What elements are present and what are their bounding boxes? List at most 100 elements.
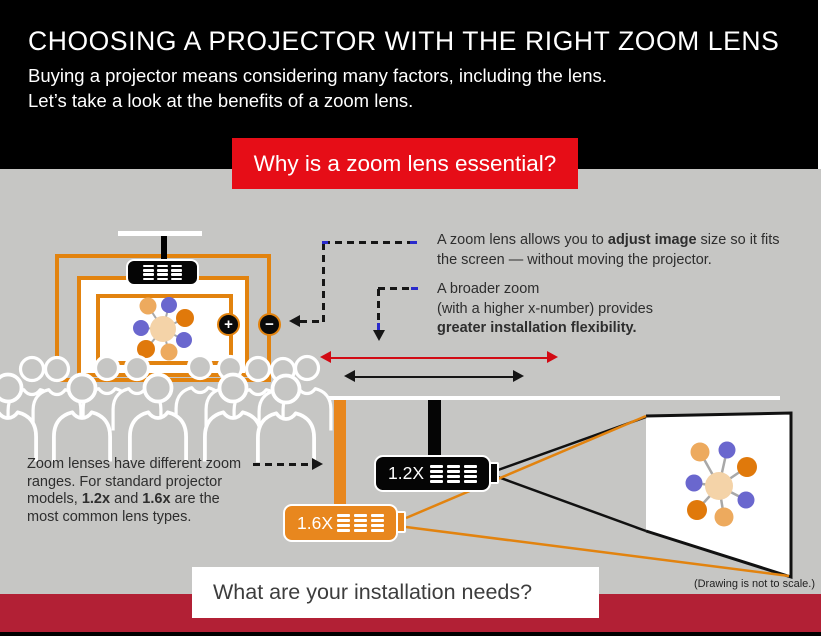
zoom-range-note: Zoom lenses have different zoom ranges. … [27,456,255,526]
vent-slit [430,469,443,473]
vent-slit [337,514,350,517]
right-edge-strip [818,0,821,169]
benefit-broader-line2: (with a higher x-number) provides [437,300,653,317]
why-zoom-banner-label: Why is a zoom lens essential? [253,150,557,176]
red-arrow-line [329,356,549,359]
screen-network-links [693,449,748,518]
person-silhouette [203,372,263,463]
scale-disclaimer: (Drawing is not to scale.) [693,578,815,590]
projector-vent-icon [143,265,182,280]
vent-slit [143,273,154,276]
projection-screen-border [645,411,793,580]
vent-slit [371,529,384,532]
projector-vent-icon [430,464,477,483]
benefit-broader-bold: greater installation flexibility. [437,320,637,336]
vent-slit [354,519,367,522]
vent-slit [157,273,168,276]
minus-glyph: − [265,316,274,333]
installation-needs-label: What are your installation needs? [213,580,533,604]
dashed-connector-1-horizontal [323,241,417,244]
red-right-arrowhead-icon [547,351,558,363]
down-arrowhead-icon [372,330,385,341]
note-bold-12x: 1.2x [81,491,111,507]
dashed-connector-2-horizontal [378,287,417,290]
vent-slit [171,269,182,272]
mount-pole [161,236,167,262]
vent-slit [447,469,460,473]
projector-vent-icon [337,514,384,532]
benefit-broader-text: A broader zoom (with a higher x-number) … [437,280,789,339]
page-subtitle: Buying a projector means considering man… [28,63,788,113]
vent-slit [371,524,384,527]
cone-12x-lines [497,415,647,533]
footer-bottom-strip [0,632,821,636]
person-silhouette [52,372,112,463]
vent-slit [371,514,384,517]
benefit-adjust-text: A zoom lens allows you to adjust image s… [437,231,789,270]
left-arrowhead-icon [289,315,300,327]
vent-slit [464,479,477,483]
vent-slit [354,529,367,532]
mount-pole-16x [334,400,346,506]
vent-slit [337,524,350,527]
dashed-connector-2-vertical [377,289,380,330]
vent-slit [447,464,460,468]
ceiling-line [322,396,780,400]
vent-slit [371,519,384,522]
network-node [718,441,736,459]
projector-12x-lens [489,462,499,484]
person-silhouette [128,372,188,463]
vent-slit [157,265,168,268]
dashed-note-arrow-line [253,463,313,466]
vent-slit [171,273,182,276]
benefit-adjust-pre: A zoom lens allows you to [437,232,608,248]
dashed-connector-2-blue-end [411,287,418,290]
dashed-connector-1-vertical [322,243,325,322]
vent-slit [447,474,460,478]
vent-slit [430,479,443,483]
dashed-connector-1-blue-end [410,241,417,244]
subtitle-line-1: Buying a projector means considering man… [28,65,607,86]
projector-16x: 1.6X [283,504,398,542]
network-node [685,474,703,492]
projector-12x: 1.2X [374,455,491,492]
page-title: CHOOSING A PROJECTOR WITH THE RIGHT ZOOM… [28,26,780,56]
dashed-connector-1-blue-corner [322,241,328,244]
vent-slit [171,265,182,268]
right-arrowhead-icon [312,458,323,470]
installation-needs-banner: What are your installation needs? [192,567,599,618]
vent-slit [337,519,350,522]
vent-slit [464,474,477,478]
projector-16x-label: 1.6X [297,512,333,533]
dashed-connector-2-blue-tail [377,323,380,330]
person-silhouette [281,354,333,433]
vent-slit [447,479,460,483]
subtitle-line-2: Let’s take a look at the benefits of a z… [28,90,414,111]
network-node [714,507,734,527]
black-left-arrowhead-icon [344,370,355,382]
vent-slit [430,474,443,478]
narrow-range-arrow [344,370,524,384]
vent-slit [464,464,477,468]
benefit-broader-line1: A broader zoom [437,281,540,297]
ceiling-bar [118,231,202,236]
projection-screen [646,413,791,577]
vent-slit [430,464,443,468]
vent-slit [157,269,168,272]
zoom-out-icon: − [258,313,281,336]
vent-slit [171,277,182,280]
zoom-in-icon: + [217,313,240,336]
plus-glyph: + [224,316,233,333]
note-post: are the most common lens types. [27,491,220,525]
wide-range-arrow [320,351,558,365]
image-size-inner-frame [96,294,233,365]
network-hub-node [705,472,733,500]
vent-slit [157,277,168,280]
vent-slit [354,514,367,517]
mount-pole-12x [428,400,441,457]
note-bold-16x: 1.6x [142,491,171,507]
person-silhouette [6,355,58,434]
cone-16x-lines [405,414,790,578]
projector-16x-lens [396,511,406,533]
